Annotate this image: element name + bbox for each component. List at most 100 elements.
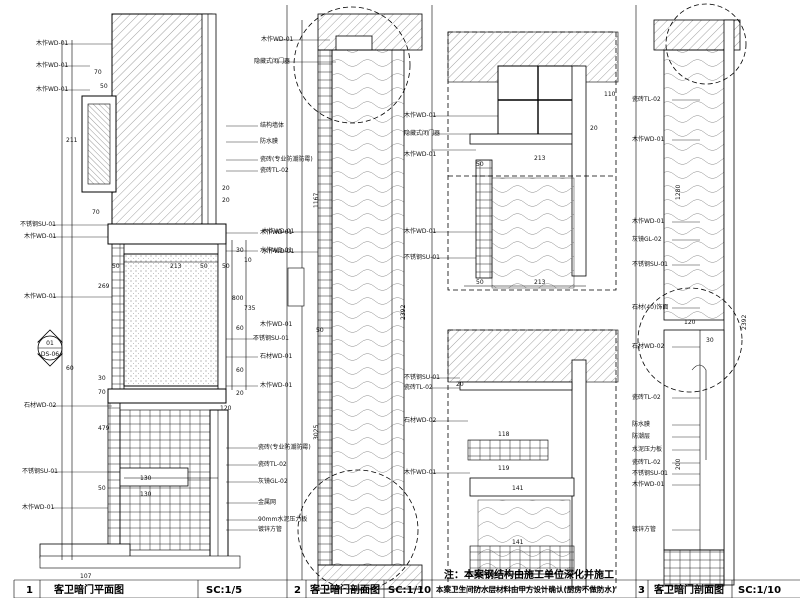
label: 水作WD-01 <box>260 246 293 254</box>
callout-number: 01 <box>46 340 54 347</box>
dimension: 30 <box>706 337 714 344</box>
label: 木作WD-01 <box>36 39 69 47</box>
dimension: 213 <box>534 279 546 286</box>
dimension: 800 <box>232 295 244 302</box>
callout-sheet: DS-06 <box>41 351 59 358</box>
dimension: 50 <box>100 83 108 90</box>
note-line-1: 注：本案钢结构由施工单位深化并施工 <box>444 568 614 581</box>
dimension: 1280 <box>675 185 682 200</box>
dimension: 50 <box>316 327 324 334</box>
label: 不锈钢SU-01 <box>632 260 668 268</box>
label: 瓷砖TL-02 <box>260 166 289 174</box>
label: 木作WD-01 <box>404 468 437 476</box>
dimension: 130 <box>140 475 152 482</box>
dimension: 20 <box>222 185 230 192</box>
panel-1-title: 客卫暗门平面图 <box>53 583 124 596</box>
dimension: 20 <box>236 390 244 397</box>
label: 水泥压力板 <box>632 445 662 453</box>
label: 石材WD-02 <box>24 401 57 409</box>
dimension: 479 <box>98 425 110 432</box>
label: 瓷砖TL-02 <box>632 95 661 103</box>
label: 瓷砖TL-02 <box>632 393 661 401</box>
dimension: 60 <box>66 365 74 372</box>
label: 镀锌方管 <box>258 525 282 533</box>
dimension: 110 <box>604 91 616 98</box>
dimension: 50 <box>112 263 120 270</box>
label: 木作WD-01 <box>404 111 437 119</box>
dimension: 50 <box>200 263 208 270</box>
label: 灰镜GL-02 <box>258 477 288 485</box>
label: 防潮层 <box>632 432 650 440</box>
panel-3-details: 木作WD-01 隐藏式闭门器 木作WD-01 木作WD-01 不锈钢SU-01 … <box>404 3 748 589</box>
dimension: 269 <box>98 283 110 290</box>
label: 不锈钢SU-01 <box>404 373 440 381</box>
panel-1-plan: 01 DS-06 <box>20 13 313 580</box>
label: 防水膜 <box>260 137 278 145</box>
label: 木作WD-01 <box>260 381 293 389</box>
dimension: 735 <box>244 305 256 312</box>
label: 不锈钢SU-01 <box>20 220 56 228</box>
general-notes: 注：本案钢结构由施工单位深化并施工 本案卫生间防水层材料由甲方设计确认(厨房不做… <box>435 568 615 594</box>
label: 不锈钢SU-01 <box>632 469 668 477</box>
dimension: 30 <box>236 247 244 254</box>
panel-1-scale: SC:1/5 <box>206 585 242 596</box>
dimension: 141 <box>512 485 524 492</box>
dimension: 141 <box>512 539 524 546</box>
dimension: 70 <box>92 209 100 216</box>
panel-2-scale: SC:1/10 <box>388 585 431 596</box>
dimension: 50 <box>98 485 106 492</box>
dimension: 20 <box>456 381 464 388</box>
detail-circle-top-right <box>665 3 747 85</box>
dimension: 10 <box>244 257 252 264</box>
panel-2-number: 2 <box>294 585 301 596</box>
label: 木作WD-01 <box>632 135 665 143</box>
panel-3-title: 客卫暗门剖面图 <box>653 583 724 596</box>
dimension: 60 <box>236 367 244 374</box>
label: 木作WD-01 <box>22 503 55 511</box>
dimension: 70 <box>94 69 102 76</box>
dimension: 119 <box>498 465 510 472</box>
panel-1-number: 1 <box>26 585 33 596</box>
dimension: 2392 <box>400 305 407 320</box>
dimension: 130 <box>140 491 152 498</box>
panel-3-scale: SC:1/10 <box>738 585 781 596</box>
label: 灰镜GL-02 <box>632 235 662 243</box>
dimension: 20 <box>590 125 598 132</box>
dimension: 107 <box>80 573 92 580</box>
label: 木作WD-01 <box>632 217 665 225</box>
dimension: 50 <box>222 263 230 270</box>
detail-circle-bottom-right <box>637 287 743 393</box>
title-bar: 1 客卫暗门平面图 SC:1/5 2 客卫暗门剖面图 SC:1/10 3 客卫暗… <box>13 579 800 598</box>
dimension: 30 <box>98 375 106 382</box>
dimension: 3025 <box>313 425 320 440</box>
label: 木作WD-01 <box>36 85 69 93</box>
door-leaf <box>331 49 405 566</box>
dimension: 213 <box>170 263 182 270</box>
label: 瓷砖(专业防潮防霉) <box>258 443 311 451</box>
dimension: 118 <box>498 431 510 438</box>
dimension: 211 <box>66 137 78 144</box>
dimension: 50 <box>476 161 484 168</box>
label: 木作WD-01 <box>36 61 69 69</box>
dimension: 200 <box>675 458 682 470</box>
label: 金属网 <box>258 498 276 506</box>
label: 木作WD-01 <box>260 320 293 328</box>
label: 木作WD-01 <box>632 480 665 488</box>
panel-3-number: 3 <box>638 585 645 596</box>
dimension: 1167 <box>313 193 320 208</box>
section-callout[interactable]: 01 DS-06 <box>37 329 63 367</box>
label: 瓷砖TL-02 <box>404 383 433 391</box>
label: 瓷砖TL-02 <box>632 458 661 466</box>
label: 镀锌方管 <box>632 525 656 533</box>
label: 不锈钢SU-01 <box>22 467 58 475</box>
dimension: 120 <box>684 319 696 326</box>
label: 防水膜 <box>632 420 650 428</box>
label: 不锈钢SU-01 <box>404 253 440 261</box>
dimension: 213 <box>534 155 546 162</box>
detail-circle-bottom <box>297 469 419 591</box>
label: 木作WD-01 <box>404 227 437 235</box>
detail-circle-top <box>293 6 411 124</box>
panel-2-section: 木作WD-01 隐藏式闭门器 木作WD-01 水作WD-01 1167 2392… <box>254 6 423 591</box>
label: 木作WD-01 <box>24 232 57 240</box>
label: 石材WD-01 <box>260 352 293 360</box>
